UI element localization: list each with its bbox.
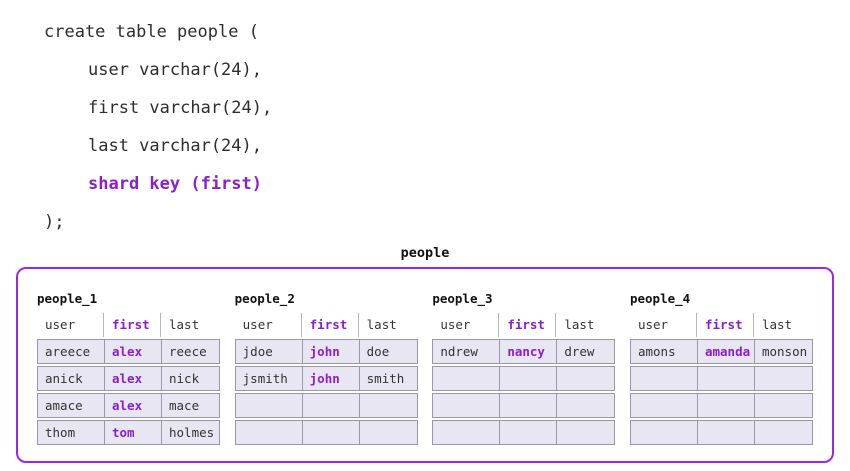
table-cell-user: ndrew (440, 344, 478, 359)
table-cell-user (631, 421, 697, 444)
table-cell-user: amace (45, 398, 83, 413)
table-row (629, 366, 814, 391)
table-cell-first: alex (104, 367, 161, 390)
table-cell-last: mace (161, 394, 221, 417)
table-cell-last (358, 421, 419, 444)
code-line-user: user varchar(24), (88, 60, 262, 80)
table-row (234, 420, 419, 445)
diagram-title: people (400, 245, 450, 261)
shard-label: people_4 (629, 291, 691, 306)
table-cell-first (696, 421, 754, 444)
table-cell-last (556, 394, 616, 417)
table-cell-user (433, 421, 499, 444)
table-cell-last (556, 421, 616, 444)
table-row (629, 393, 814, 418)
column-header-first: first (300, 313, 358, 337)
table-cell-last: smith (358, 367, 419, 390)
table-cell-first: john (301, 367, 359, 390)
table-cell-first (499, 421, 556, 444)
code-line-create: create table people ( (44, 22, 259, 42)
table-cell-first (499, 367, 556, 390)
table-cell-last: drew (556, 340, 616, 363)
column-header-last: last (752, 313, 813, 337)
code-line-first: first varchar(24), (88, 98, 273, 118)
sql-code-block: create table people ( user varchar(24), … (44, 13, 272, 241)
table-cell-user (236, 421, 302, 444)
column-header-user: user (45, 317, 76, 332)
table-cell-first (499, 394, 556, 417)
table-cell-first (301, 421, 359, 444)
table-row (432, 366, 616, 391)
column-header-last: last (357, 313, 418, 337)
table-row (629, 420, 814, 445)
table-cell-last (556, 367, 616, 390)
table-cell-last (753, 421, 814, 444)
code-line-shard-key: shard key (first) (88, 174, 262, 194)
table-cell-first: nancy (499, 340, 556, 363)
shard-label: people_2 (234, 291, 295, 306)
table-cell-first: alex (104, 394, 161, 417)
table-cell-last: holmes (161, 421, 221, 444)
table-cell-first (696, 367, 754, 390)
table-cell-first: john (301, 340, 359, 363)
table-cell-last (753, 394, 814, 417)
column-header-user: user (637, 317, 669, 332)
code-line-last: last varchar(24), (88, 136, 262, 156)
table-cell-first: amanda (696, 340, 754, 363)
table-cell-user (631, 394, 697, 417)
table-cell-user: thom (45, 425, 76, 440)
table-cell-user (433, 367, 499, 390)
column-header-last: last (160, 313, 220, 337)
table-cell-last: doe (358, 340, 419, 363)
table-cell-first: alex (104, 340, 161, 363)
table-cell-last: nick (161, 367, 221, 390)
table-cell-user: jsmith (242, 371, 288, 386)
column-header-user: user (440, 317, 471, 332)
shard-label: people_3 (432, 291, 493, 306)
column-header-first: first (498, 313, 555, 337)
column-header-first: first (103, 313, 160, 337)
column-header-user: user (242, 317, 273, 332)
table-cell-first (696, 394, 754, 417)
table-cell-first: tom (104, 421, 161, 444)
table-cell-last (358, 394, 419, 417)
code-line-close: ); (44, 212, 65, 232)
table-cell-user: jdoe (242, 344, 273, 359)
table-row (432, 420, 616, 445)
table-cell-user: areece (45, 344, 91, 359)
table-cell-last: reece (161, 340, 221, 363)
table-cell-user: amons (637, 344, 676, 359)
table-cell-last (753, 367, 814, 390)
table-row (234, 393, 419, 418)
table-cell-last: monson (753, 340, 814, 363)
table-cell-user: anick (45, 371, 83, 386)
table-cell-first (301, 394, 359, 417)
table-cell-user (236, 394, 302, 417)
table-cell-user (433, 394, 499, 417)
table-cell-user (631, 367, 697, 390)
shard-label: people_1 (37, 291, 98, 306)
table-row (432, 393, 616, 418)
column-header-last: last (555, 313, 615, 337)
column-header-first: first (695, 313, 753, 337)
